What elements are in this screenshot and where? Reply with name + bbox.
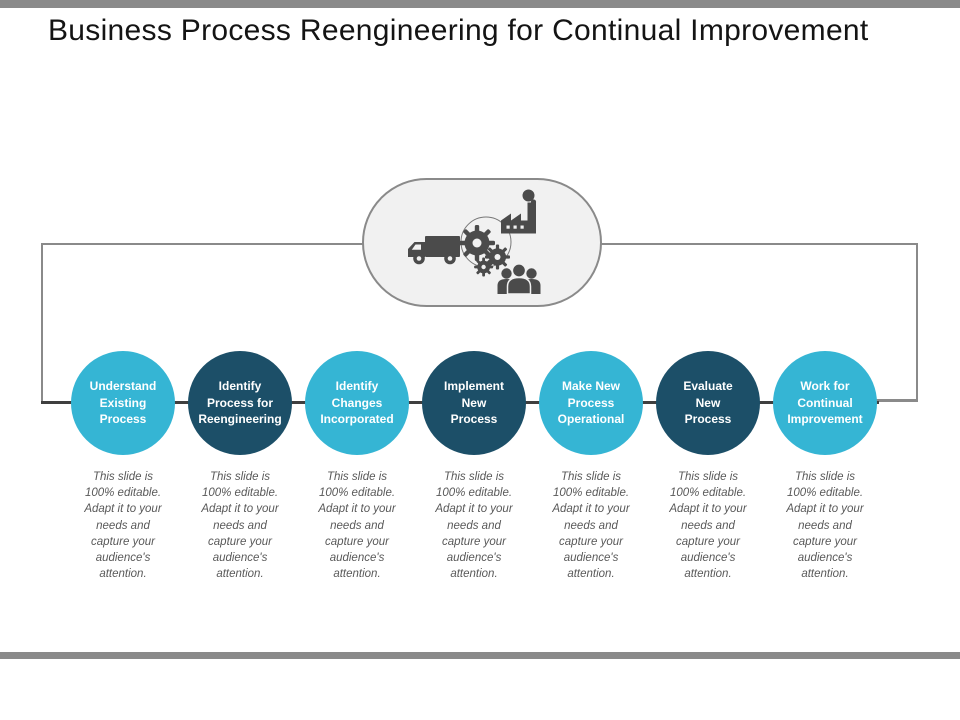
step-circle-7: Work for Continual Improvement	[773, 351, 877, 455]
step-caption-3: This slide is 100% editable. Adapt it to…	[318, 471, 396, 581]
gear-large	[459, 225, 495, 261]
step-column-5: Make New Process Operational This slide …	[531, 351, 651, 582]
step-caption-7: This slide is 100% editable. Adapt it to…	[786, 471, 864, 581]
step-circle-6: Evaluate New Process	[656, 351, 760, 455]
step-label-2: Identify Process for Reengineering	[198, 379, 282, 427]
step-label-5: Make New Process Operational	[557, 379, 625, 427]
step-column-3: Identify Changes Incorporated This slide…	[297, 351, 417, 582]
bottom-bar	[0, 652, 960, 659]
gear-medium	[485, 244, 510, 270]
gears-icon	[459, 225, 510, 277]
step-caption-4: This slide is 100% editable. Adapt it to…	[435, 471, 513, 581]
team-icon	[497, 263, 541, 295]
center-graphic-stadium	[362, 178, 602, 307]
step-label-4: Implement New Process	[443, 379, 504, 427]
page-title: Business Process Reengineering for Conti…	[48, 14, 869, 47]
step-circle-3: Identify Changes Incorporated	[305, 351, 409, 455]
step-circle-2: Identify Process for Reengineering	[188, 351, 292, 455]
step-column-1: Understand Existing Process This slide i…	[63, 351, 183, 582]
factory-icon	[501, 189, 537, 234]
step-circle-1: Understand Existing Process	[71, 351, 175, 455]
step-label-1: Understand Existing Process	[89, 379, 157, 427]
bracket-left-line	[41, 243, 43, 404]
step-label-7: Work for Continual Improvement	[787, 379, 863, 427]
center-graphic-icons	[408, 189, 541, 295]
step-caption-6: This slide is 100% editable. Adapt it to…	[669, 471, 747, 581]
step-circle-4: Implement New Process	[422, 351, 526, 455]
step-label-6: Evaluate New Process	[683, 379, 733, 427]
top-bar	[0, 0, 960, 8]
step-column-4: Implement New Process This slide is 100%…	[414, 351, 534, 582]
step-column-2: Identify Process for Reengineering This …	[180, 351, 300, 582]
step-circle-5: Make New Process Operational	[539, 351, 643, 455]
step-label-3: Identify Changes Incorporated	[320, 379, 394, 427]
gear-small	[474, 257, 494, 277]
step-column-6: Evaluate New Process This slide is 100% …	[648, 351, 768, 582]
bracket-right-line	[916, 243, 918, 402]
truck-icon	[408, 236, 460, 265]
step-caption-1: This slide is 100% editable. Adapt it to…	[84, 471, 162, 581]
step-column-7: Work for Continual Improvement This slid…	[765, 351, 885, 582]
step-caption-2: This slide is 100% editable. Adapt it to…	[201, 471, 279, 581]
step-caption-5: This slide is 100% editable. Adapt it to…	[552, 471, 630, 581]
bracket-right-stub	[872, 399, 918, 402]
